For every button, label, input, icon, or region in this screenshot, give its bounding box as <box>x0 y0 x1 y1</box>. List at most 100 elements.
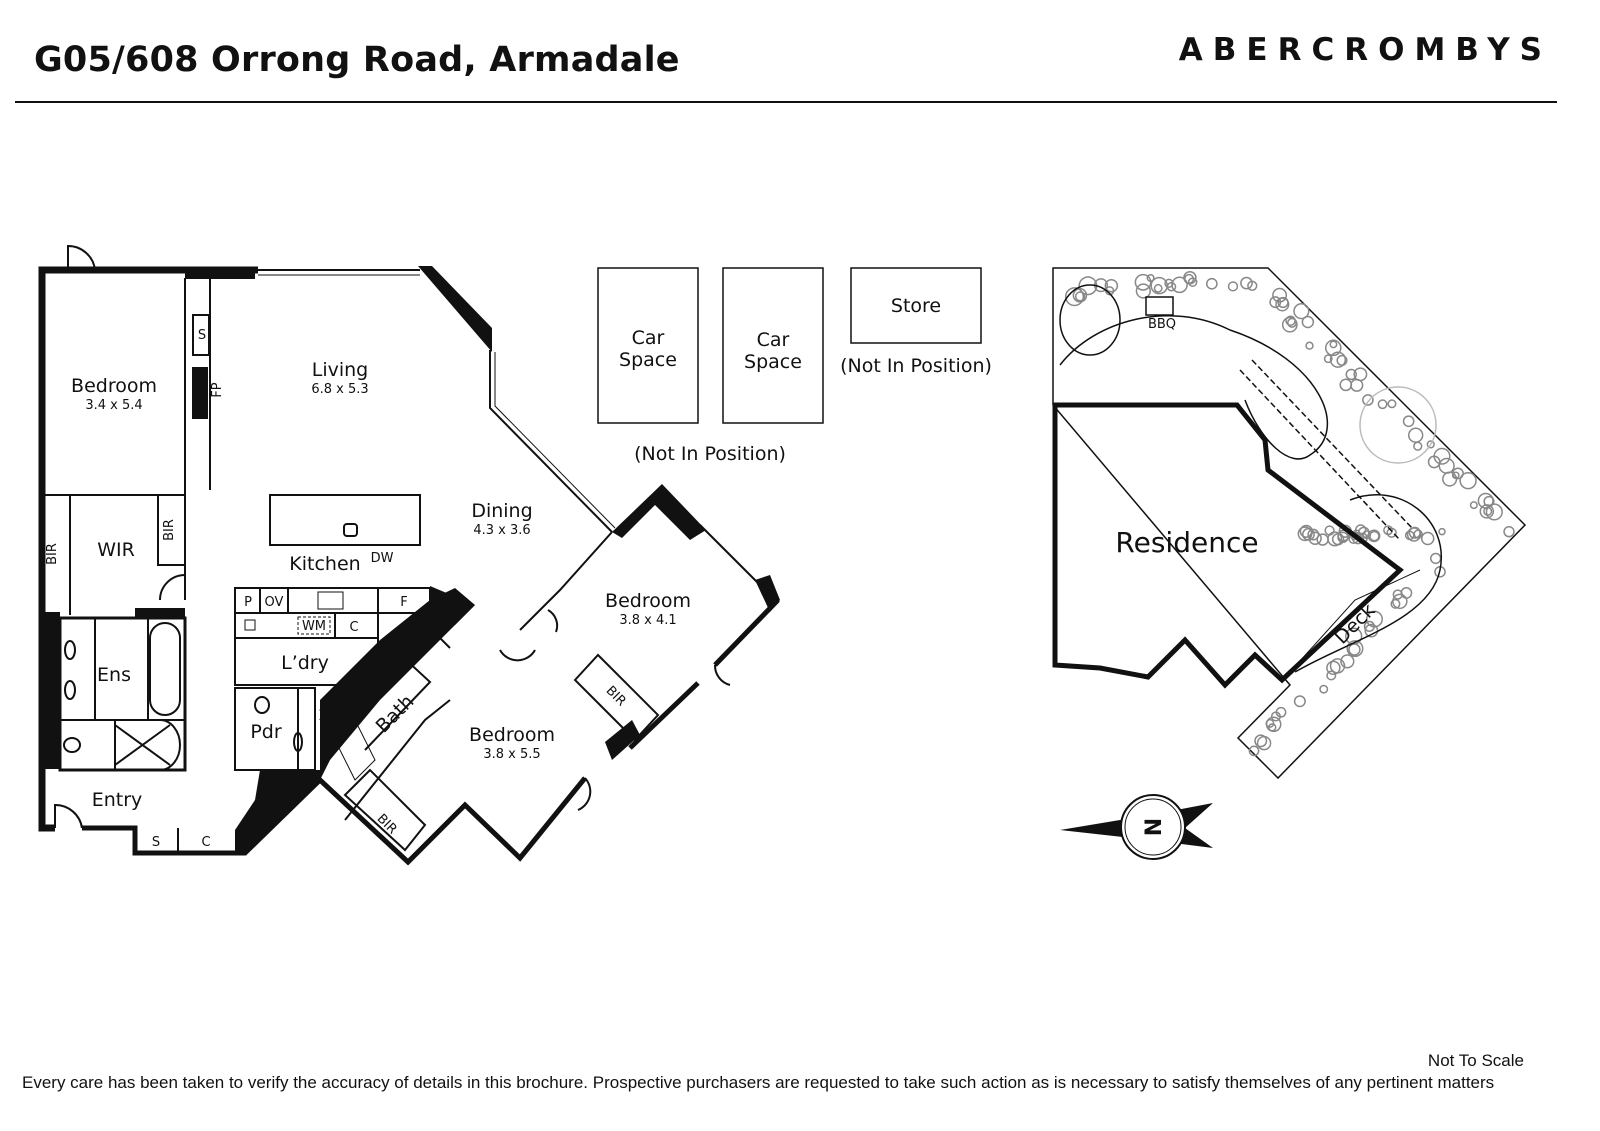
shrub-icon <box>1430 552 1442 565</box>
shrub-icon <box>1307 528 1320 541</box>
room-wir: WIR <box>97 539 135 561</box>
room-kitchen: Kitchen <box>289 553 360 575</box>
svg-text:Living: Living <box>312 359 369 381</box>
shrub-icon <box>1350 378 1364 392</box>
shrub-icon <box>1362 394 1374 406</box>
svg-text:OV: OV <box>265 595 284 610</box>
shrub-icon <box>1256 735 1272 751</box>
svg-text:FP: FP <box>210 382 225 397</box>
shrub-icon <box>1442 471 1458 487</box>
shrub-icon <box>1459 471 1477 490</box>
room-bedroom-3: Bedroom 3.8 x 5.5 <box>469 724 555 762</box>
svg-text:(Not In Position): (Not In Position) <box>840 355 992 377</box>
door <box>159 574 186 601</box>
shrub-icon <box>1272 287 1288 303</box>
shrub-icon <box>1438 527 1446 536</box>
door <box>54 803 83 829</box>
svg-text:3.4 x 5.4: 3.4 x 5.4 <box>85 398 142 413</box>
svg-text:WM: WM <box>302 619 326 634</box>
shrub-icon <box>1392 593 1408 610</box>
door <box>577 777 592 811</box>
svg-text:4.3 x 3.6: 4.3 x 3.6 <box>473 523 530 538</box>
svg-text:3.8 x 5.5: 3.8 x 5.5 <box>483 747 540 762</box>
shrub-icon <box>1104 278 1119 293</box>
outer-wall <box>628 681 700 750</box>
svg-text:P: P <box>244 595 252 610</box>
room-living: Living 6.8 x 5.3 <box>311 359 368 397</box>
shrub-icon <box>1390 598 1401 609</box>
door <box>499 649 536 662</box>
shrub-icon <box>1299 524 1313 538</box>
room-powder: Pdr <box>250 721 282 743</box>
site-plan: BBQ <box>1052 267 1527 780</box>
wall-block <box>418 266 492 352</box>
kitchen-island <box>269 494 421 546</box>
svg-text:C: C <box>201 835 210 850</box>
shrub-icon <box>1297 526 1313 542</box>
shrub-icon <box>1248 745 1260 757</box>
svg-text:C: C <box>417 634 426 649</box>
window <box>494 352 616 529</box>
shrub-icon <box>1420 531 1435 546</box>
room-laundry: L’dry <box>281 652 329 674</box>
shrub-icon <box>1383 525 1394 536</box>
bbq-icon <box>1145 296 1174 316</box>
disclaimer: Every care has been taken to verify the … <box>22 1073 1495 1092</box>
wall-block <box>612 484 706 540</box>
shrub-icon <box>1134 273 1152 291</box>
svg-text:BIR: BIR <box>45 543 60 565</box>
shrub-icon <box>1452 467 1464 480</box>
shrub-icon <box>1337 529 1350 542</box>
lawn-path <box>1059 314 1329 460</box>
shrub-icon <box>1275 706 1287 718</box>
shrub-icon <box>1183 273 1195 285</box>
window <box>699 524 761 586</box>
svg-text:BIR: BIR <box>162 519 177 541</box>
shrub-icon <box>1406 527 1422 542</box>
fireplace <box>192 367 208 419</box>
shrub-icon <box>1171 276 1188 294</box>
room-ensuite: Ens <box>97 664 131 686</box>
garden-shrubs <box>1064 270 1515 757</box>
door <box>713 664 731 686</box>
scale-note: Not To Scale <box>1427 1051 1524 1070</box>
residence <box>1052 402 1404 689</box>
shrub-icon <box>1265 716 1282 733</box>
room-bedroom-2: Bedroom 3.8 x 4.1 <box>605 590 691 628</box>
svg-text:Car: Car <box>632 327 665 349</box>
shrub-icon <box>1268 723 1277 732</box>
shrub-icon <box>1275 297 1290 312</box>
wall-block <box>235 770 320 853</box>
shrub-icon <box>1483 495 1495 508</box>
shrub-icon <box>1426 440 1435 449</box>
shrub-icon <box>1316 533 1329 546</box>
shrub-icon <box>1205 277 1218 290</box>
door <box>67 244 96 271</box>
wall-block <box>605 720 640 760</box>
wall-block <box>185 267 255 279</box>
header-divider <box>15 101 1557 103</box>
shrub-icon <box>1324 525 1335 536</box>
svg-text:Store: Store <box>891 295 941 317</box>
svg-text:BIR: BIR <box>603 683 629 709</box>
tree-icon <box>1359 386 1437 464</box>
room-entry: Entry <box>92 789 143 811</box>
svg-text:F: F <box>400 595 407 610</box>
shrub-icon <box>1064 287 1085 307</box>
svg-text:Dining: Dining <box>471 500 532 522</box>
svg-text:S: S <box>152 835 160 850</box>
svg-text:6.8 x 5.3: 6.8 x 5.3 <box>311 382 368 397</box>
shrub-icon <box>1387 399 1397 409</box>
apartment-plan <box>38 244 780 866</box>
shrub-icon <box>1346 640 1364 658</box>
svg-text:Bedroom: Bedroom <box>605 590 691 612</box>
svg-text:Bedroom: Bedroom <box>71 375 157 397</box>
property-address: G05/608 Orrong Road, Armadale <box>34 40 680 80</box>
svg-text:DW: DW <box>371 551 394 566</box>
residence-label: Residence <box>1115 526 1258 559</box>
shrub-icon <box>1293 303 1310 320</box>
store: Store (Not In Position) <box>840 267 992 377</box>
svg-text:BBQ: BBQ <box>1148 317 1176 332</box>
svg-text:Car: Car <box>757 329 790 351</box>
